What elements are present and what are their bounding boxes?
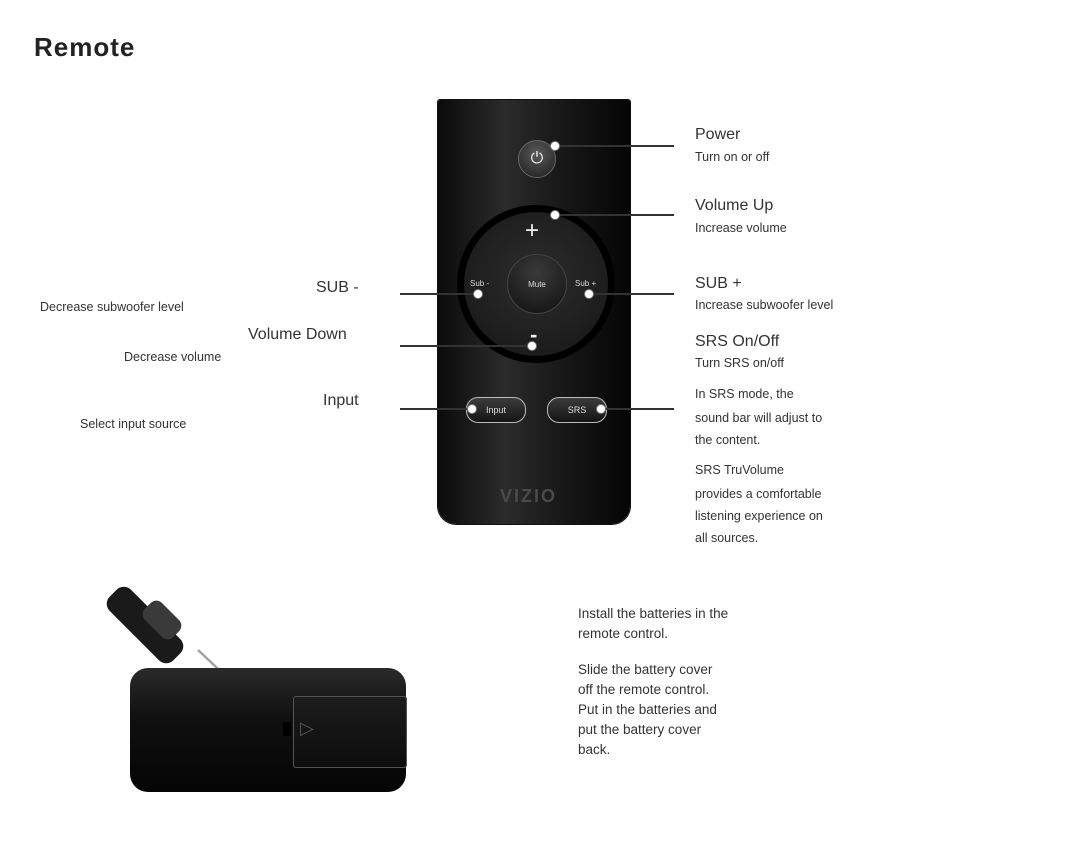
srs-label: SRS On/Off: [695, 333, 780, 350]
srs-note-line1: In SRS mode, the: [695, 387, 794, 401]
power-desc: Turn on or off: [695, 150, 770, 164]
srs-desc: Turn SRS on/off: [695, 356, 784, 370]
volume-down-desc: Decrease volume: [124, 350, 222, 364]
srs-note-line2: sound bar will adjust to: [695, 411, 823, 425]
input-desc: Select input source: [80, 417, 187, 431]
input-button-label: Input: [485, 405, 507, 415]
volume-down-leader-line: [400, 345, 531, 347]
arrow-right-icon: ▷: [300, 718, 314, 738]
volume-down-button[interactable]: -: [530, 322, 538, 347]
srs-button-label: SRS: [567, 405, 587, 415]
input-leader-line: [400, 408, 471, 410]
srs-note-line3: the content.: [695, 433, 761, 447]
brand-logo: VIZIO: [500, 486, 558, 506]
sub-minus-label: SUB -: [316, 279, 359, 296]
battery-notch: [283, 722, 291, 736]
sub-plus-label: SUB +: [695, 275, 742, 292]
sub-plus-button[interactable]: Sub +: [575, 279, 597, 288]
page-title: Remote: [34, 32, 136, 62]
volume-down-pointer-dot: [527, 341, 537, 351]
power-icon: ⏻: [530, 150, 544, 167]
battery-instruction-2: Slide the battery cover off the remote c…: [578, 662, 717, 757]
sub-plus-leader-line: [589, 293, 674, 295]
volume-up-label: Volume Up: [695, 197, 774, 214]
sub-minus-desc: Decrease subwoofer level: [40, 300, 184, 314]
srs-note-line4: SRS TruVolume: [695, 463, 784, 477]
battery-instruction-1: Install the batteries in the remote cont…: [578, 606, 729, 641]
sub-minus-pointer-dot: [473, 289, 483, 299]
power-pointer-dot: [550, 141, 560, 151]
volume-down-label: Volume Down: [248, 326, 347, 343]
sub-minus-button[interactable]: Sub -: [470, 279, 490, 288]
sub-minus-leader-line: [400, 293, 478, 295]
battery-cover[interactable]: [293, 696, 407, 768]
input-button[interactable]: Input: [466, 397, 526, 423]
power-button[interactable]: ⏻: [518, 140, 556, 178]
srs-leader-line: [600, 408, 674, 410]
mute-label: Mute: [528, 279, 546, 289]
volume-up-leader-line: [554, 214, 674, 216]
srs-pointer-dot: [596, 404, 606, 414]
input-label: Input: [323, 392, 359, 409]
volume-up-desc: Increase volume: [695, 221, 787, 235]
srs-note-line6: listening experience on: [695, 509, 823, 523]
srs-note-line5: provides a comfortable: [695, 487, 822, 501]
input-pointer-dot: [467, 404, 477, 414]
volume-up-button[interactable]: +: [525, 217, 540, 244]
srs-note-line7: all sources.: [695, 531, 759, 545]
power-leader-line: [556, 145, 674, 147]
mute-button[interactable]: Mute: [507, 254, 567, 314]
volume-up-pointer-dot: [550, 210, 560, 220]
power-label: Power: [695, 126, 741, 143]
sub-plus-pointer-dot: [584, 289, 594, 299]
sub-plus-desc: Increase subwoofer level: [695, 298, 834, 312]
